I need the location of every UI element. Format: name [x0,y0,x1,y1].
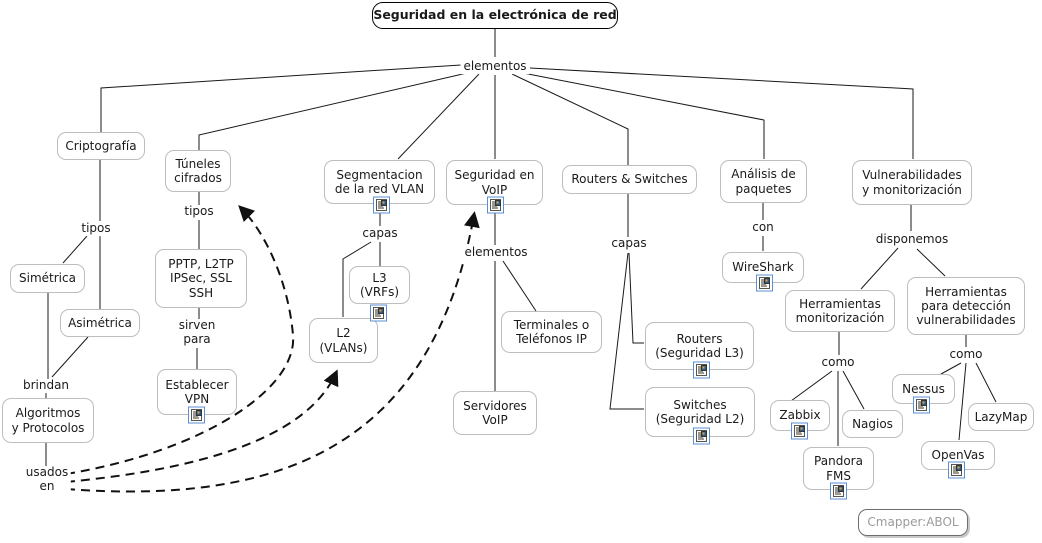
edge-elementos-vulnerabilidades [529,67,914,159]
node-tuneles-cifrados[interactable]: Túneles cifrados [165,150,231,192]
node-l2-vlans[interactable]: L2 (VLANs) [309,318,378,363]
link-label-sirven-para[interactable]: sirven para [175,318,219,347]
edge-disponemos-herrmonit [860,247,899,290]
resource-icon[interactable] [487,196,504,214]
node-vulnerabilidades-monitorizacion[interactable]: Vulnerabilidades y monitorización [852,160,972,205]
node-routers-switches[interactable]: Routers & Switches [562,165,697,194]
link-label-disponemos[interactable]: disponemos [872,232,952,247]
node-nagios[interactable]: Nagios [842,410,903,438]
edge-capas-switchesl2 [609,252,644,410]
edge-capas-l2 [342,241,372,317]
resource-icon[interactable] [830,482,847,500]
edge-capas-routersl3 [628,252,644,344]
edge-elementos-tuneles [198,72,468,151]
node-analisis-paquetes[interactable]: Análisis de paquetes [720,160,807,203]
link-label-como-deteccion[interactable]: como [946,347,986,362]
node-terminales-telefonos[interactable]: Terminales o Teléfonos IP [501,311,602,353]
node-herramientas-monitorizacion[interactable]: Herramientas monitorización [785,290,895,332]
edge-elementos-segmentacion [397,73,480,160]
edge-asimetrica-brindan [51,336,89,378]
node-asimetrica[interactable]: Asimétrica [60,309,140,337]
link-label-capas-vlan[interactable]: capas [359,226,401,241]
node-title[interactable]: Seguridad en la electrónica de red [372,2,618,29]
link-label-como-monitorizacion[interactable]: como [818,355,858,370]
edge-elementos-terminales [502,260,537,312]
node-criptografia[interactable]: Criptografía [57,132,145,160]
link-label-elementos-voip[interactable]: elementos [461,245,531,260]
link-label-tipos-tuneles[interactable]: tipos [181,204,217,219]
link-label-usados-en[interactable]: usados en [22,465,72,494]
edge-como-nagios [842,370,865,410]
edge-elementos-routers [511,73,629,165]
node-openvas[interactable]: OpenVas [921,441,995,470]
node-algoritmos-protocolos[interactable]: Algoritmos y Protocolos [2,398,94,443]
link-label-tipos-criptografia[interactable]: tipos [78,221,114,236]
dashed-arrow-usados-tuneles [65,205,295,475]
resource-icon[interactable] [948,461,965,479]
edge-como-openvas [958,362,967,441]
node-servidores-voip[interactable]: Servidores VoIP [453,391,537,435]
node-zabbix[interactable]: Zabbix [770,400,830,431]
edge-como-nessus [940,362,962,375]
node-title-label: Seguridad en la electrónica de red [373,7,617,23]
node-establecer-vpn[interactable]: Establecer VPN [157,369,237,415]
link-label-elementos-root[interactable]: elementos [460,59,530,74]
node-simetrica[interactable]: Simétrica [10,264,85,293]
link-label-brindan[interactable]: brindan [19,378,73,393]
dashed-arrows [65,205,480,493]
resource-icon[interactable] [913,396,930,414]
dashed-arrow-usados-voip [65,211,480,493]
resource-icon[interactable] [693,361,710,379]
resource-icon[interactable] [756,274,773,292]
resource-icon[interactable] [791,422,808,440]
resource-icon[interactable] [373,196,390,214]
edge-elementos-criptografia [100,64,462,132]
node-lazymap[interactable]: LazyMap [968,403,1034,431]
edge-tipos-simetrica [62,235,88,264]
edge-como-lazymap [975,362,997,403]
link-label-con[interactable]: con [749,220,777,235]
node-l3-vrfs[interactable]: L3 (VRFs) [349,266,410,304]
resource-icon[interactable] [370,304,387,322]
edge-disponemos-herrdetec [916,248,946,277]
node-pptp-protocols[interactable]: PPTP, L2TP IPSec, SSL SSH [155,249,247,308]
dashed-arrow-usados-l2 [65,369,339,483]
resource-icon[interactable] [188,406,205,424]
solid-edges [45,29,997,466]
edge-como-zabbix [790,370,833,402]
node-herramientas-deteccion[interactable]: Herramientas para detección vulnerabilid… [907,277,1025,335]
edge-elementos-analisis [522,72,765,159]
resource-icon[interactable] [693,427,710,445]
watermark-cmapper[interactable]: Cmapper:ABOL [858,509,968,536]
link-label-capas-routers[interactable]: capas [608,236,650,251]
